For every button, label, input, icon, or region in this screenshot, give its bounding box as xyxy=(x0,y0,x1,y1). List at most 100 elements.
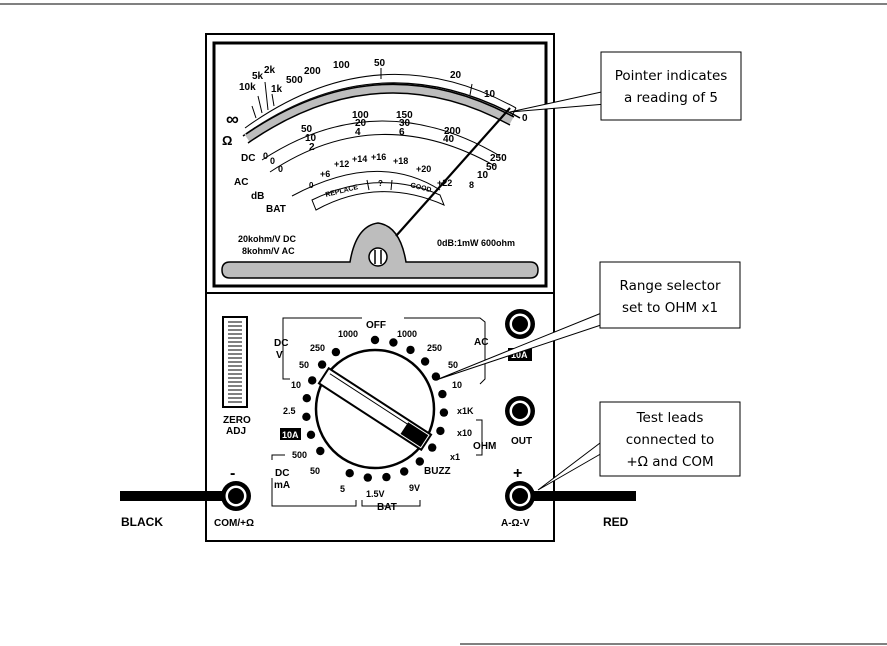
dc-scale-2-tick: 20 xyxy=(355,118,367,129)
db-arc xyxy=(291,170,441,197)
dc-scale-2-tick: 50 xyxy=(486,162,498,173)
selector-position-dot[interactable] xyxy=(400,467,409,476)
ohm-scale-500: 500 xyxy=(286,75,303,86)
black-lead-label: BLACK xyxy=(121,515,163,529)
dcv-1000: 1000 xyxy=(338,329,358,339)
jack-com-sign: - xyxy=(230,465,235,482)
selector-position-dot[interactable] xyxy=(316,446,325,456)
dcv-bracket xyxy=(282,317,290,380)
bat-band xyxy=(311,182,445,211)
ohm-scale-2k: 2k xyxy=(264,65,276,76)
callout-pointer: Pointer indicates a reading of 5 xyxy=(509,51,742,121)
selector-position-dot[interactable] xyxy=(308,376,317,385)
black-test-lead[interactable] xyxy=(120,491,230,501)
dcma-5: 5 xyxy=(340,484,345,494)
dcma-50: 50 xyxy=(310,466,320,476)
ohm-scale-50: 50 xyxy=(374,58,386,69)
zero-adj-ribs xyxy=(228,321,242,403)
acv-10: 10 xyxy=(452,380,462,390)
ohm-x1: x1 xyxy=(450,452,460,462)
ohm-band-top xyxy=(245,83,515,135)
dc-scale-2-tick: 30 xyxy=(399,118,411,129)
selector-position-dot[interactable] xyxy=(389,338,398,347)
dcv-10: 10 xyxy=(291,380,301,390)
ohm-bracket xyxy=(476,419,483,456)
selector-position-dot[interactable] xyxy=(302,412,311,421)
dc-scale-2-tick: 40 xyxy=(443,134,455,145)
ohm-group-label: OHM xyxy=(473,441,496,452)
selector-position-dot[interactable] xyxy=(345,469,354,478)
selector-position-dot[interactable] xyxy=(420,357,430,366)
dc-arc xyxy=(261,120,501,161)
selector-position-dot[interactable] xyxy=(382,472,391,482)
callout-range-line-2: set to OHM x1 xyxy=(622,300,718,316)
dc-scale-3-tick: 10 xyxy=(477,170,489,181)
dc-scale-3-tick: 6 xyxy=(399,127,405,138)
range-selector-knob[interactable] xyxy=(317,366,433,452)
selector-position-dot[interactable] xyxy=(317,360,327,369)
selector-position-dot[interactable] xyxy=(439,408,449,417)
ohm-gray-band xyxy=(244,83,515,142)
selector-position-dot[interactable] xyxy=(406,345,415,355)
ohm-scale-0: 0 xyxy=(522,113,528,124)
red-lead-label: RED xyxy=(603,515,629,529)
dc-scale-labels: 0 0 0 50 10 2 100 20 4 150 30 6 200 40 2… xyxy=(263,110,507,190)
db-scale-tick: +14 xyxy=(352,154,367,164)
dc-scale-1-tick: 100 xyxy=(352,110,369,121)
dcv-50: 50 xyxy=(299,360,309,370)
callout-range-box xyxy=(599,261,741,329)
dcv-2.5: 2.5 xyxy=(283,406,296,416)
db-scale-tick: +16 xyxy=(371,152,386,162)
ohm-x1k: x1K xyxy=(457,406,474,416)
dcv-unit-label: V xyxy=(276,350,283,361)
callout-leads-line-3: +Ω and COM xyxy=(626,454,713,470)
selector-position-dot[interactable] xyxy=(306,430,316,439)
dc-scale-3-tick: 8 xyxy=(469,180,474,190)
bat-scale-good: GOOD xyxy=(410,182,432,194)
selector-position-dot[interactable] xyxy=(415,457,424,466)
db-reference: 0dB:1mW 600ohm xyxy=(437,238,515,248)
selector-position-dot[interactable] xyxy=(428,443,437,452)
dcma-500: 500 xyxy=(292,450,307,460)
selector-position-dot[interactable] xyxy=(302,394,311,403)
sensitivity-ac: 8kohm/V AC xyxy=(242,246,295,256)
acv-bracket xyxy=(404,317,486,385)
bat-group-label: BAT xyxy=(377,502,397,513)
selector-position-dot[interactable] xyxy=(370,335,380,345)
jack-hole xyxy=(228,488,244,504)
selector-position-dot[interactable] xyxy=(438,389,447,399)
dc-side-label: DC xyxy=(241,153,255,164)
dcma-label: DC xyxy=(275,468,289,479)
bat-9v: 9V xyxy=(409,483,420,493)
ac-side-label: AC xyxy=(234,177,248,188)
red-test-lead[interactable] xyxy=(528,491,636,501)
bat-divider xyxy=(366,179,370,191)
zero-screw[interactable] xyxy=(368,247,388,267)
bat-side-label: BAT xyxy=(266,204,286,215)
jack-hole xyxy=(512,316,528,332)
dc-scale-3-tick: 0 xyxy=(278,164,283,174)
selector-10a-label: 10A xyxy=(282,430,299,440)
ohm-tick xyxy=(264,81,269,111)
ohm-scale-infinity: ∞ xyxy=(226,109,239,129)
selector-off-label: OFF xyxy=(366,320,386,331)
db-side-label: dB xyxy=(251,191,264,202)
db-scale-tick: +12 xyxy=(334,159,349,169)
jack-out-label: OUT xyxy=(511,436,532,447)
ohm-scale-100: 100 xyxy=(333,60,350,71)
db-scale-tick: +20 xyxy=(416,164,431,174)
ohm-band-bottom xyxy=(247,92,511,144)
ohm-tick xyxy=(469,83,473,96)
acv-1000: 1000 xyxy=(397,329,417,339)
dcma-unit-label: mA xyxy=(274,480,290,491)
pointer-needle xyxy=(395,107,511,237)
db-scale-tick: +18 xyxy=(393,156,408,166)
selector-position-dot[interactable] xyxy=(363,473,372,482)
callout-pointer-line-2: a reading of 5 xyxy=(624,90,718,106)
ohm-scale-1k: 1k xyxy=(271,84,283,95)
jack-10a-label: 10A xyxy=(511,350,528,360)
selector-position-dot[interactable] xyxy=(331,347,341,357)
selector-pointer-tip xyxy=(400,422,429,448)
callout-range-line-1: Range selector xyxy=(620,278,721,294)
selector-position-dot[interactable] xyxy=(436,426,445,436)
